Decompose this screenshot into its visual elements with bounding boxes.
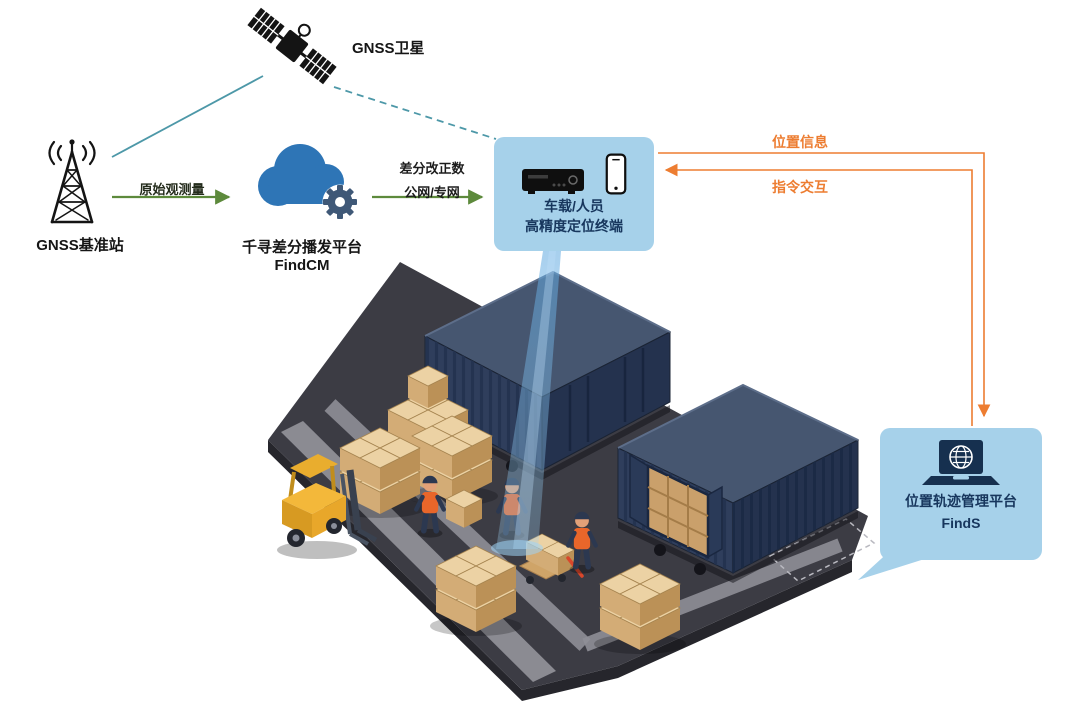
satellite-label: GNSS卫星 — [352, 40, 425, 57]
shipping-container-2 — [616, 383, 860, 583]
positioning-beam — [491, 251, 561, 556]
edge-satellite-to-terminal-line — [333, 86, 497, 140]
gear-icon — [322, 184, 358, 220]
terminal-panel: 车载/人员 高精度定位终端 — [494, 137, 654, 251]
gnss-receiver-icon — [522, 169, 584, 194]
base-station-label: GNSS基准站 — [36, 237, 124, 254]
container-door — [707, 485, 723, 559]
cloud-platform-title: 千寻差分播发平台 — [241, 239, 362, 256]
base-station-icon — [48, 139, 96, 224]
satellite-icon — [247, 7, 337, 85]
command-interaction-label: 指令交互 — [772, 179, 828, 195]
container-door — [629, 453, 649, 530]
laptop-globe-icon — [922, 440, 1000, 485]
correction-label-line2: 公网/专网 — [404, 185, 460, 200]
edge-satellite-to-base-line — [111, 75, 264, 158]
connectors — [111, 75, 991, 426]
smartphone-icon — [605, 153, 627, 195]
pallet-jack — [518, 533, 584, 584]
warehouse-scene — [268, 262, 876, 701]
cloud-platform-subtitle: FindCM — [274, 257, 330, 274]
raw-observation-label: 原始观测量 — [139, 182, 205, 197]
terminal-label-line1: 车载/人员 — [544, 198, 604, 214]
cloud-gear-icon — [258, 144, 358, 220]
position-info-label: 位置信息 — [772, 134, 828, 150]
management-platform-panel: 位置轨迹管理平台 FindS — [880, 428, 1042, 560]
correction-label-line1: 差分改正数 — [399, 161, 465, 176]
terminal-label-line2: 高精度定位终端 — [525, 217, 623, 234]
edge-command-arrow — [664, 163, 973, 426]
forklift — [277, 454, 378, 559]
platform-label-title: 位置轨迹管理平台 — [905, 493, 1017, 509]
edge-position-info-arrow — [658, 152, 991, 418]
platform-label-subtitle: FindS — [941, 514, 981, 531]
